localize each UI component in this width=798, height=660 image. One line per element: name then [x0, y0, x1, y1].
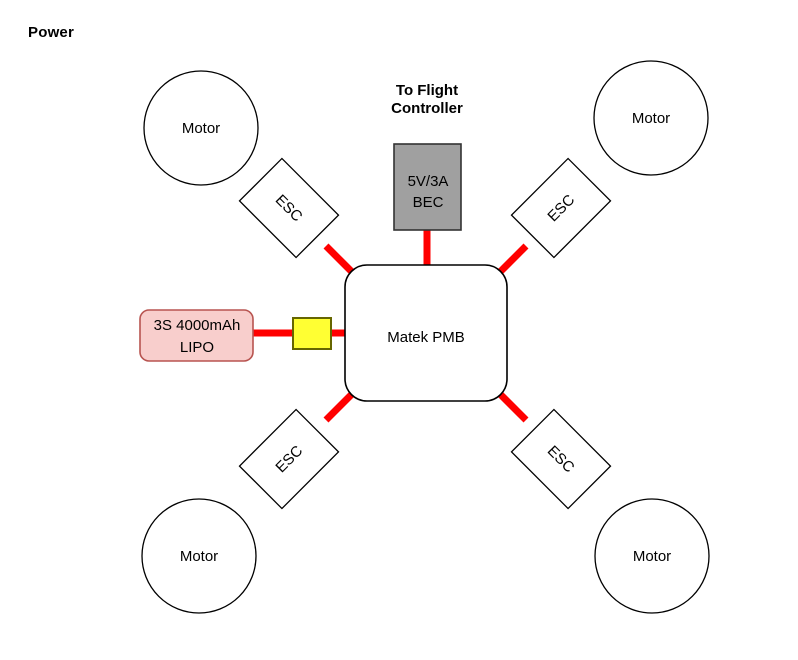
esc-bottom-left[interactable]: ESC — [238, 408, 340, 510]
battery-label-line2: LIPO — [180, 339, 214, 356]
wire-pmb-to-esc-top-right — [497, 243, 529, 275]
page-title: Power — [28, 24, 75, 41]
motor-bottom-right-circle — [594, 498, 710, 614]
wire-pmb-to-esc-bottom-right — [497, 391, 529, 423]
battery-block[interactable]: 3S 4000mAh LIPO — [139, 309, 254, 362]
motor-top-left[interactable]: Motor — [143, 70, 259, 186]
power-connector-rect — [292, 317, 332, 350]
motor-top-right[interactable]: Motor — [593, 60, 709, 176]
bec-label-line2: BEC — [413, 194, 444, 211]
esc-bottom-right-rect — [510, 408, 612, 510]
motor-bottom-left[interactable]: Motor — [141, 498, 257, 614]
esc-top-right-rect — [510, 157, 612, 259]
motor-top-left-label: Motor — [182, 120, 220, 137]
bec-rect — [393, 143, 462, 231]
motor-top-right-circle — [593, 60, 709, 176]
wire-pmb-to-esc-top-left — [323, 243, 355, 275]
esc-top-right[interactable]: ESC — [510, 157, 612, 259]
esc-bottom-right[interactable]: ESC — [510, 408, 612, 510]
motor-top-right-label: Motor — [632, 110, 670, 127]
motor-bottom-right[interactable]: Motor — [594, 498, 710, 614]
esc-top-left-rect — [238, 157, 340, 259]
bec-label-line1: 5V/3A — [408, 173, 449, 190]
matek-pmb-rect — [344, 264, 508, 402]
motor-bottom-right-label: Motor — [633, 548, 671, 565]
to-flight-controller-label: To Flight Controller — [372, 82, 482, 118]
matek-pmb-label: Matek PMB — [387, 329, 465, 346]
power-connector[interactable] — [292, 317, 332, 350]
motor-top-left-circle — [143, 70, 259, 186]
wire-pmb-to-esc-bottom-left — [323, 391, 355, 423]
matek-pmb-block[interactable]: Matek PMB — [344, 264, 508, 402]
motor-bottom-left-label: Motor — [180, 548, 218, 565]
bec-block[interactable]: 5V/3A BEC — [393, 143, 462, 231]
battery-label-line1: 3S 4000mAh — [154, 317, 241, 334]
esc-bottom-left-rect — [238, 408, 340, 510]
to-flight-controller-label-line2: Controller — [391, 100, 463, 117]
to-flight-controller-label-line1: To Flight — [395, 82, 459, 99]
battery-rect — [139, 309, 254, 362]
esc-top-left[interactable]: ESC — [238, 157, 340, 259]
motor-bottom-left-circle — [141, 498, 257, 614]
